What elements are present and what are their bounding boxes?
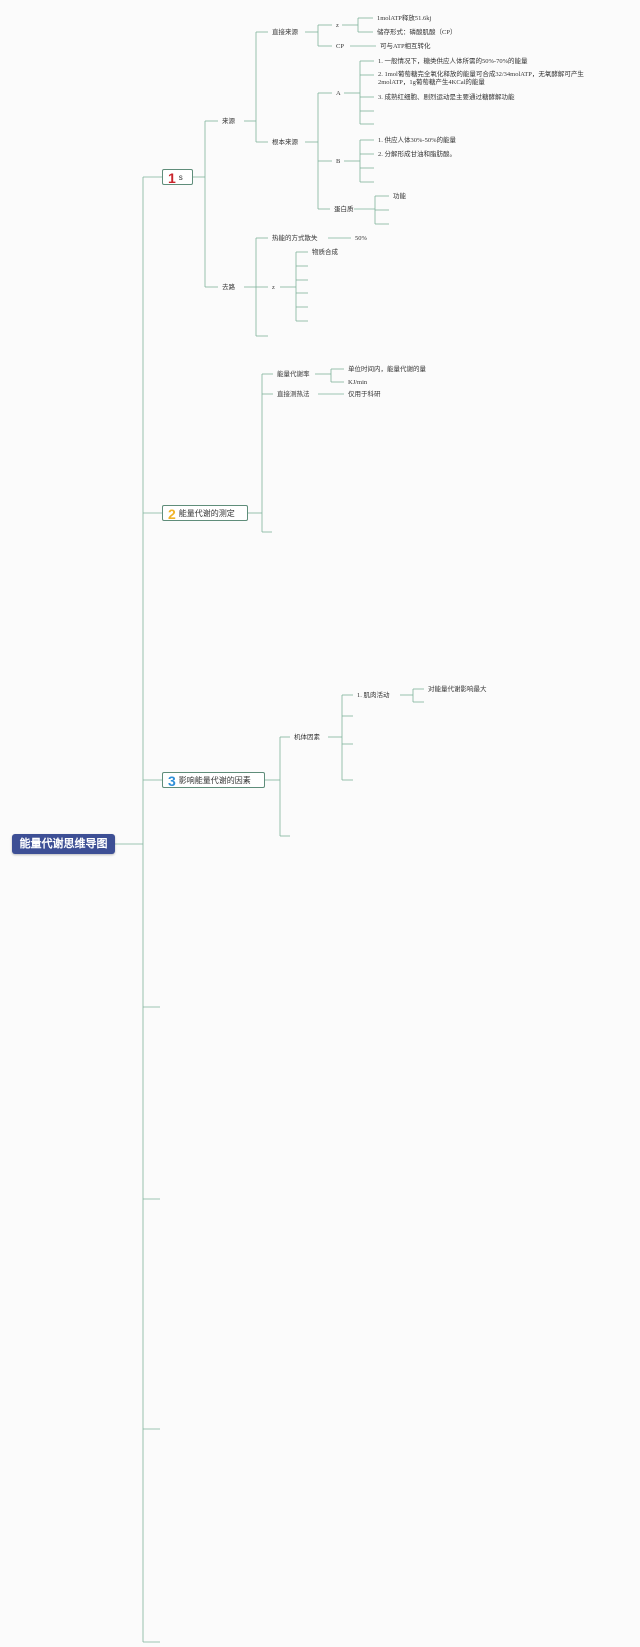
node-a2[interactable]: 2. 1mol葡萄糖完全氧化释放的能量可合成32/34molATP，无氧酵解可产… [378, 71, 584, 86]
node-direct-source[interactable]: 直接来源 [272, 29, 298, 36]
node-function[interactable]: 功能 [393, 193, 406, 200]
node-heat-pct[interactable]: 50% [355, 235, 367, 242]
node-a1[interactable]: 1. 一般情况下，糖类供应人体所需的50%-70%的能量 [378, 58, 528, 65]
node-rate-unit[interactable]: KJ/min [348, 379, 368, 386]
node-muscle-note[interactable]: 对能量代谢影响最大 [428, 686, 487, 693]
topic-1-number: 1 [168, 170, 176, 186]
node-protein[interactable]: 蛋白质 [334, 206, 354, 213]
node-b[interactable]: B [336, 158, 341, 165]
node-source[interactable]: 来源 [222, 118, 235, 125]
node-rate[interactable]: 能量代谢率 [277, 371, 310, 378]
node-a[interactable]: A [336, 90, 341, 97]
node-storage[interactable]: 储存形式：磷酸肌酸（CP） [377, 29, 457, 36]
node-direct-heat[interactable]: 直接测热法 [277, 391, 310, 398]
topic-2-label: 能量代谢的测定 [178, 509, 235, 518]
topic-1-label: s [178, 173, 183, 182]
topic-3-number: 3 [168, 773, 176, 789]
node-cp-note[interactable]: 可与ATP相互转化 [380, 43, 431, 50]
node-synth[interactable]: 物质合成 [312, 249, 338, 256]
node-rate-def[interactable]: 单位时间内，能量代谢的量 [348, 366, 426, 373]
node-z2[interactable]: z [272, 284, 275, 291]
node-a3[interactable]: 3. 成熟红细胞、剧烈运动是主要通过糖酵解功能 [378, 94, 515, 101]
node-direct-note[interactable]: 仅用于科研 [348, 391, 381, 398]
node-heat[interactable]: 热能的方式散失 [272, 235, 318, 242]
node-b2[interactable]: 2. 分解形成甘油和脂肪酸。 [378, 151, 456, 158]
topic-3-label: 影响能量代谢的因素 [178, 776, 251, 785]
node-z1[interactable]: z [336, 22, 339, 29]
node-cp[interactable]: CP [336, 43, 344, 50]
root-node[interactable]: 能量代谢思维导图 [12, 834, 115, 854]
node-b1[interactable]: 1. 供应人体30%-50%的能量 [378, 137, 456, 144]
node-atp-release[interactable]: 1molATP释放51.6kj [377, 15, 432, 22]
node-dest[interactable]: 去路 [222, 284, 235, 291]
node-body-factor[interactable]: 机体因素 [294, 734, 320, 741]
topic-2-number: 2 [168, 506, 176, 522]
node-basic-source[interactable]: 根本来源 [272, 139, 298, 146]
node-muscle[interactable]: 1. 肌肉活动 [357, 692, 390, 699]
